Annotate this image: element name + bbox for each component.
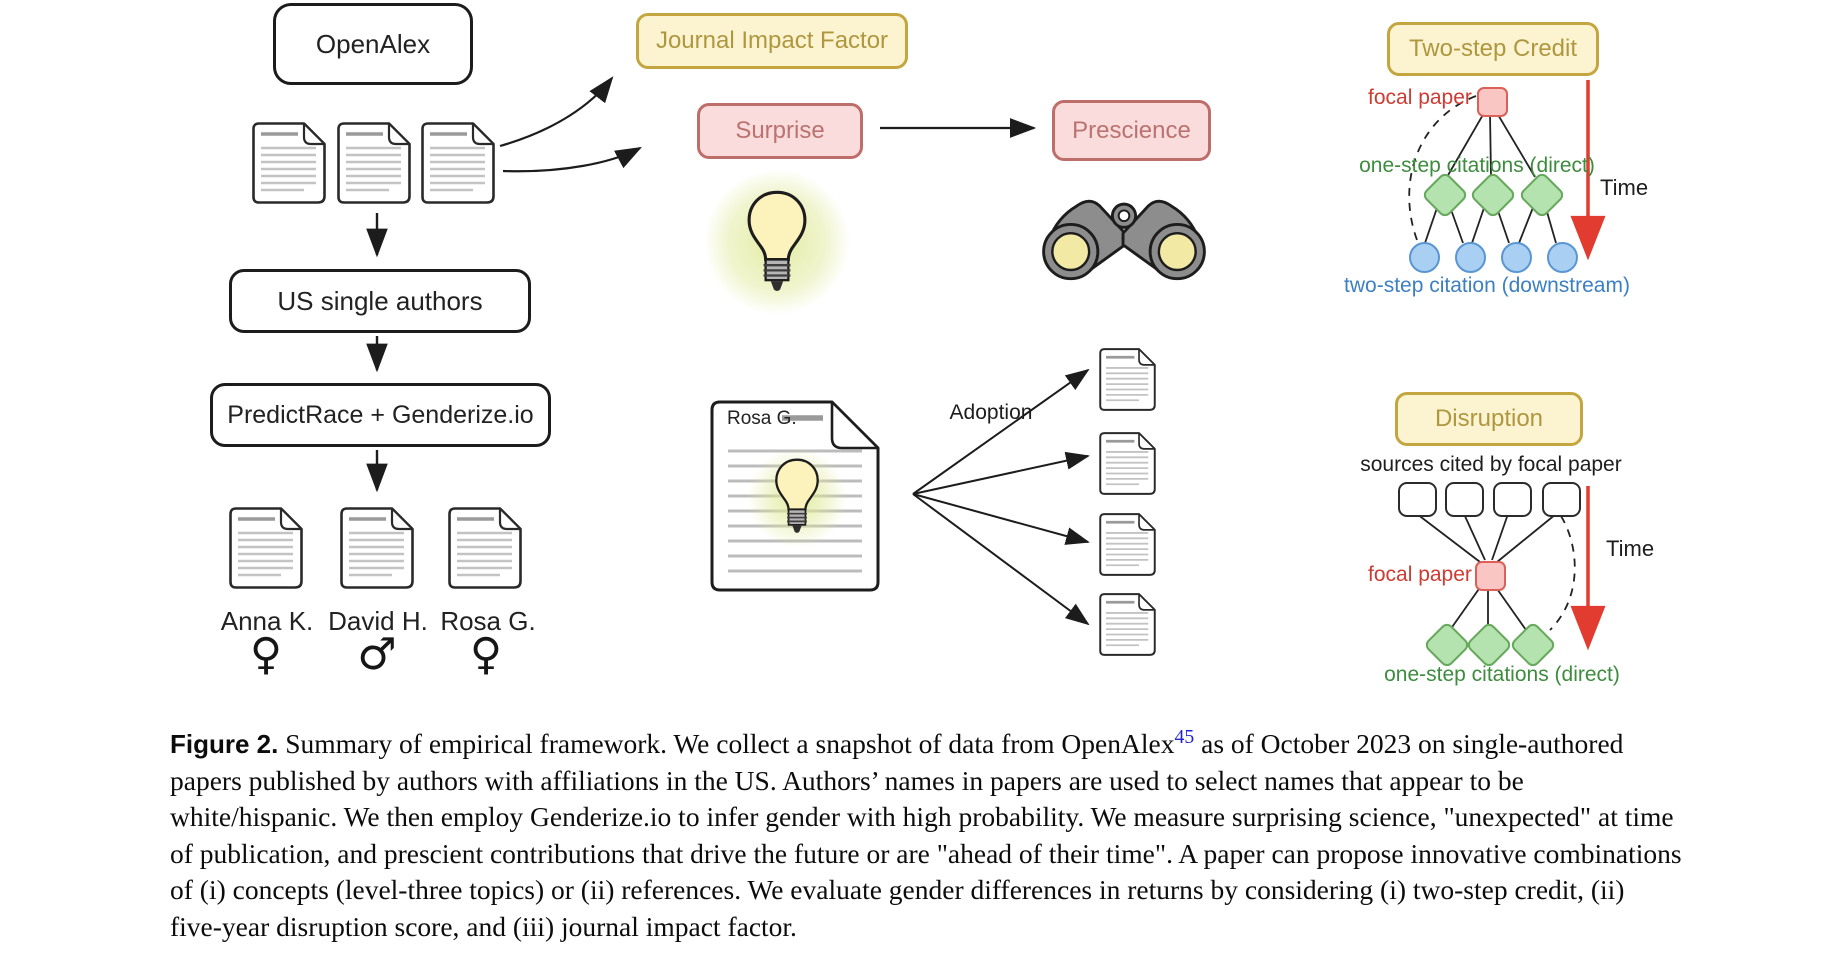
cited-source-node <box>1542 482 1581 517</box>
prescience-box: Prescience <box>1052 100 1211 161</box>
paper-icon <box>421 122 495 204</box>
one-step-citations-label: one-step citations (direct) <box>1359 154 1595 177</box>
openalex-label: OpenAlex <box>315 28 431 59</box>
time-label: Time <box>1600 175 1649 200</box>
adoption-label: Adoption <box>949 401 1033 424</box>
prescience-label: Prescience <box>1072 116 1191 144</box>
focal-paper-node <box>1475 561 1506 591</box>
two-step-citation-node <box>1501 242 1532 273</box>
paper-icon <box>448 507 522 589</box>
cited-source-node <box>1493 482 1532 517</box>
focal-paper-label: focal paper <box>1368 563 1472 586</box>
author-name: Rosa G. <box>440 606 536 636</box>
journal-impact-factor-box: Journal Impact Factor <box>636 13 908 69</box>
disruption-title: Disruption <box>1434 405 1544 432</box>
two-step-credit-title: Two-step Credit <box>1408 35 1578 62</box>
caption-text: as of October 2023 on single-authored pa… <box>170 728 1682 942</box>
author-name: David H. <box>328 606 428 636</box>
two-step-credit-links <box>1408 95 1557 244</box>
binoculars-icon <box>1032 194 1216 284</box>
author-name: Anna K. <box>220 606 314 636</box>
caption-text: Summary of empirical framework. We colle… <box>278 728 1175 760</box>
journal-impact-factor-label: Journal Impact Factor <box>655 27 889 54</box>
paper-icon <box>252 122 326 204</box>
disruption-box: Disruption <box>1395 392 1583 446</box>
paper-icon <box>1099 513 1156 576</box>
two-step-citation-node <box>1409 242 1440 273</box>
openalex-box: OpenAlex <box>273 3 473 85</box>
female-symbol-icon: ♀ <box>469 629 503 680</box>
two-step-citation-node <box>1547 242 1578 273</box>
focal-paper-label: focal paper <box>1368 86 1472 109</box>
paper-icon <box>229 507 303 589</box>
time-label: Time <box>1606 536 1655 561</box>
paper-icon <box>1099 432 1156 495</box>
paper-icon <box>340 507 414 589</box>
two-step-credit-box: Two-step Credit <box>1387 22 1599 76</box>
cited-source-node <box>1445 482 1484 517</box>
focal-paper-document <box>710 400 880 592</box>
adoption-arrows <box>912 368 1090 626</box>
male-symbol-icon: ♂ <box>357 629 397 680</box>
paper-icon <box>1099 348 1156 411</box>
lightbulb-icon <box>746 190 808 298</box>
us-single-authors-label: US single authors <box>277 285 483 316</box>
surprise-box: Surprise <box>697 103 863 159</box>
two-step-citation-node <box>1455 242 1486 273</box>
focal-paper-node <box>1477 87 1508 117</box>
cited-source-node <box>1398 482 1437 517</box>
one-step-citations-label: one-step citations (direct) <box>1384 663 1620 686</box>
paper-icon <box>1099 593 1156 656</box>
focal-paper-author-label: Rosa G. <box>727 408 797 429</box>
predictrace-genderize-label: PredictRace + Genderize.io <box>227 400 534 429</box>
surprise-label: Surprise <box>735 117 825 144</box>
us-single-authors-box: US single authors <box>229 269 531 333</box>
figure-number-label: Figure 2. <box>170 729 279 760</box>
paper-icon <box>337 122 411 204</box>
disruption-links <box>1416 513 1576 631</box>
figure-caption: Figure 2. Summary of empirical framework… <box>170 719 1682 945</box>
predictrace-genderize-box: PredictRace + Genderize.io <box>210 383 551 447</box>
papers-to-measures-arrows <box>499 76 642 173</box>
two-step-citation-label: two-step citation (downstream) <box>1344 274 1630 297</box>
citation-reference-link[interactable]: 45 <box>1174 726 1195 748</box>
female-symbol-icon: ♀ <box>249 629 283 680</box>
sources-cited-label: sources cited by focal paper <box>1360 453 1622 476</box>
